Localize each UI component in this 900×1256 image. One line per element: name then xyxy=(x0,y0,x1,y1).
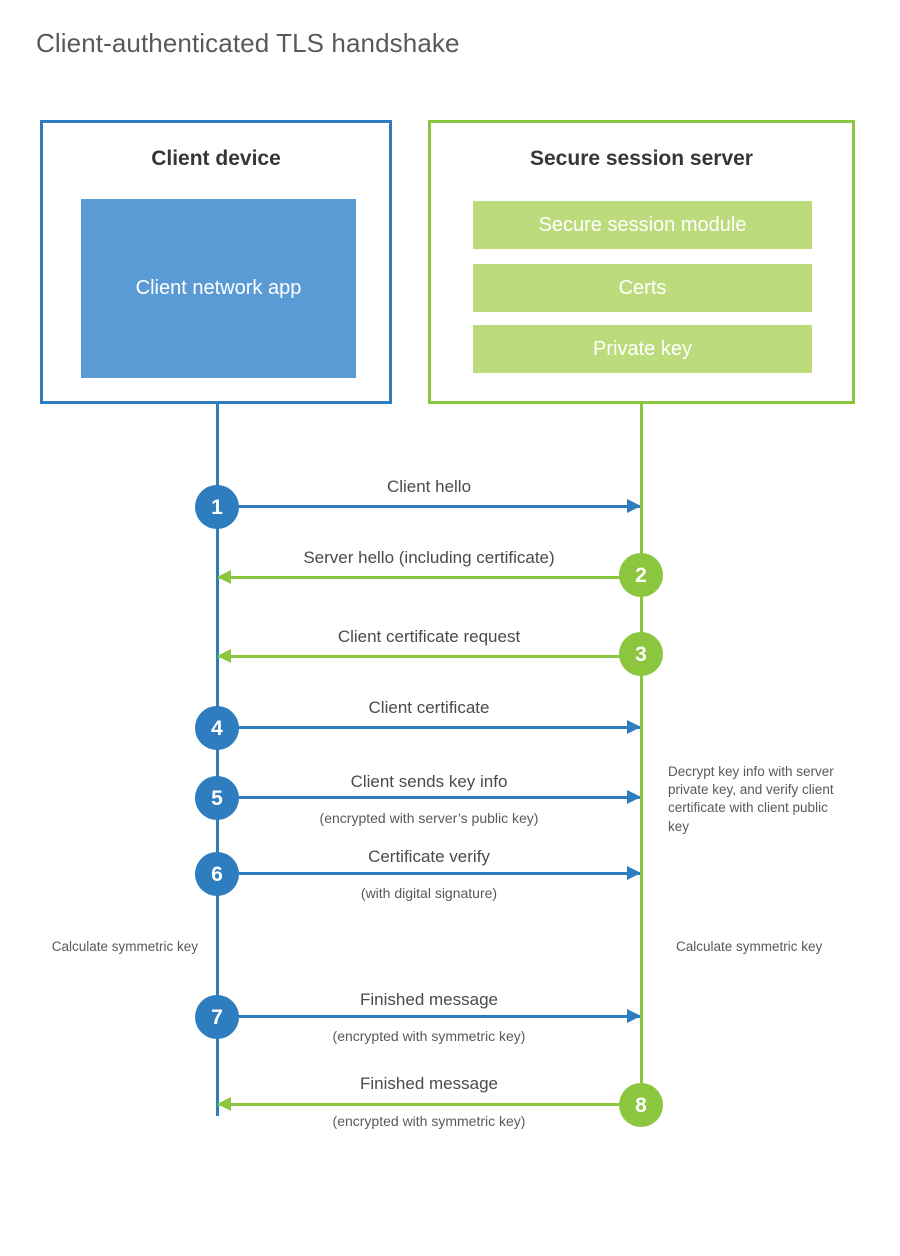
step-8-sublabel: (encrypted with symmetric key) xyxy=(332,1113,526,1129)
arrow-head-icon xyxy=(217,649,231,663)
arrow-head-icon xyxy=(217,1097,231,1111)
step-2-arrow xyxy=(217,570,640,584)
arrow-head-icon xyxy=(627,866,641,880)
step-5-label: Client sends key info xyxy=(350,772,508,791)
step-3-arrow xyxy=(217,649,640,663)
step-1-marker[interactable]: 1 xyxy=(195,485,239,529)
arrow-head-icon xyxy=(627,1009,641,1023)
step-8-label: Finished message xyxy=(360,1074,498,1093)
server-component-private-key: Private key xyxy=(473,325,812,373)
step-4-arrow xyxy=(218,720,641,734)
step-1-label: Client hello xyxy=(386,477,472,496)
client-calculate-symmetric-key-note: Calculate symmetric key xyxy=(51,939,198,954)
step-3-label: Client certificate request xyxy=(337,627,521,646)
step-2-label: Server hello (including certificate) xyxy=(303,548,555,567)
page-title: Client-authenticated TLS handshake xyxy=(36,28,460,58)
server-component-certs: Certs xyxy=(473,264,812,312)
client-network-app-block: Client network app xyxy=(81,199,356,378)
client-device-box: Client device Client network app xyxy=(40,120,392,404)
step-7-sublabel: (encrypted with symmetric key) xyxy=(332,1028,526,1044)
server-lifeline xyxy=(640,404,643,1105)
step-8-marker[interactable]: 8 xyxy=(619,1083,663,1127)
arrow-head-icon xyxy=(627,790,641,804)
step-7-label: Finished message xyxy=(360,990,498,1009)
step-4-label: Client certificate xyxy=(368,698,490,717)
step-4-marker[interactable]: 4 xyxy=(195,706,239,750)
step-5-marker[interactable]: 5 xyxy=(195,776,239,820)
step-6-marker[interactable]: 6 xyxy=(195,852,239,896)
step-6-sublabel: (with digital signature) xyxy=(360,885,498,901)
step-1-arrow xyxy=(218,499,641,513)
step-6-label: Certificate verify xyxy=(368,847,490,866)
step-6-arrow xyxy=(218,866,641,880)
secure-session-server-title: Secure session server xyxy=(530,147,753,170)
step-3-marker[interactable]: 3 xyxy=(619,632,663,676)
step-8-arrow xyxy=(217,1097,640,1111)
client-lifeline xyxy=(216,404,219,1116)
step-5-sublabel: (encrypted with server’s public key) xyxy=(319,810,539,826)
server-calculate-symmetric-key-note: Calculate symmetric key xyxy=(676,939,823,954)
arrow-head-icon xyxy=(217,570,231,584)
arrow-head-icon xyxy=(627,499,641,513)
secure-session-server-box: Secure session server Secure session mod… xyxy=(428,120,855,404)
server-decrypt-note: Decrypt key info with server private key… xyxy=(668,764,834,834)
arrow-head-icon xyxy=(627,720,641,734)
step-7-arrow xyxy=(218,1009,641,1023)
client-device-title: Client device xyxy=(151,147,281,170)
step-2-marker[interactable]: 2 xyxy=(619,553,663,597)
step-5-arrow xyxy=(218,790,641,804)
server-component-secure-session-module: Secure session module xyxy=(473,201,812,249)
step-7-marker[interactable]: 7 xyxy=(195,995,239,1039)
